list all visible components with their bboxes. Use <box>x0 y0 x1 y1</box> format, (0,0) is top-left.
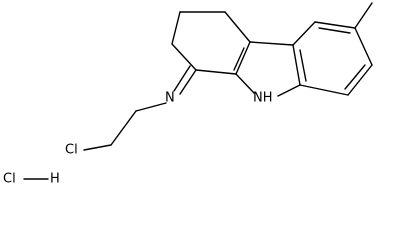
bond-c8a-c4b <box>292 44 301 86</box>
bond-c4b-c5 <box>292 21 316 46</box>
bond-c9a-c1 <box>195 69 237 75</box>
bond-c1-c2 <box>171 43 197 71</box>
bond-c4-c4a <box>224 11 251 43</box>
bond-c8-c8a <box>299 84 349 96</box>
bond-c6-methyl <box>354 2 373 29</box>
bond-n9-c8a <box>277 84 301 97</box>
bond-c2-c3 <box>171 11 181 45</box>
bond-c5-c6 <box>314 21 356 29</box>
bond-c4a-c9a-double <box>233 47 245 71</box>
bond-c6-c7 <box>354 27 373 66</box>
atom-labels: Cl NH N Cl H <box>3 91 273 186</box>
molecule-drawing: Cl NH N Cl H <box>3 2 373 186</box>
bond-c7-c8 <box>347 64 373 96</box>
atom-label-amine: NH <box>253 91 273 106</box>
atom-label-chlorine: Cl <box>65 143 78 158</box>
bond-c4b-c4a <box>249 41 294 46</box>
bond-ch2-cl <box>83 144 112 151</box>
atom-label-salt-hydrogen: H <box>50 172 60 186</box>
bond-c5-c6-double <box>318 27 351 34</box>
bond-c4a-c9a <box>235 41 251 75</box>
bond-c8a-c4b-double <box>299 49 307 82</box>
bond-c1-imine <box>179 69 197 95</box>
bond-imine-ch2 <box>135 102 167 112</box>
atom-label-salt-chlorine: Cl <box>3 172 16 186</box>
structure-diagram: Cl NH N Cl H <box>3 2 373 186</box>
bonds <box>23 2 373 180</box>
bond-c9a-n9 <box>235 73 255 94</box>
atom-label-imine: N <box>165 91 175 106</box>
bond-ch2-ch2 <box>110 110 137 146</box>
bond-c1-imine-double <box>173 65 191 92</box>
bond-c7-c8-double <box>344 64 366 90</box>
